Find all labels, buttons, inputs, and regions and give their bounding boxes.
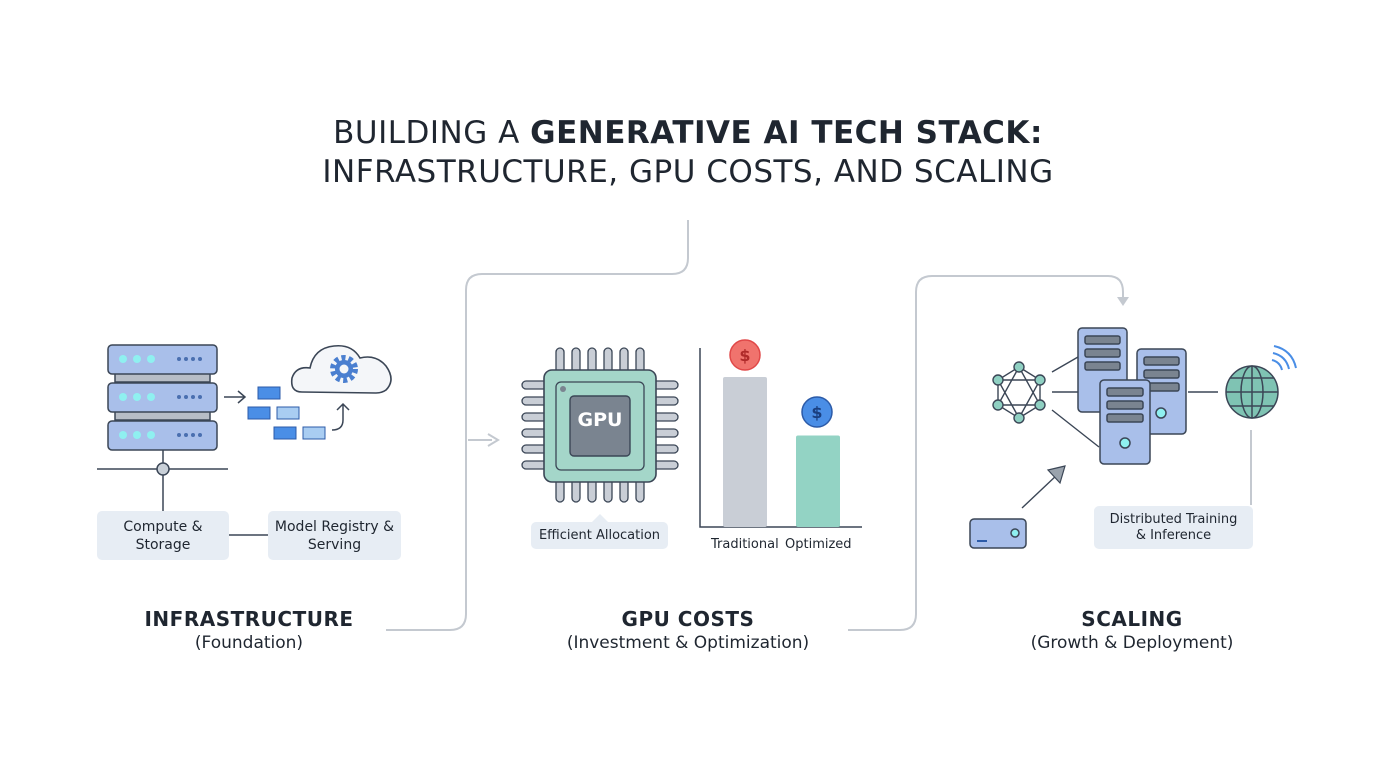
flow-connector: [386, 220, 1252, 631]
edge-device-icon: [969, 518, 1027, 549]
wifi-signal-icon: [1271, 345, 1297, 371]
dollar-coin-red-icon: $: [729, 339, 761, 371]
arrow-head-icon: [1117, 297, 1129, 306]
network-node-icon: [156, 462, 170, 476]
section-heading: INFRASTRUCTURE: [144, 607, 354, 631]
distributed-training-box: Distributed Training & Inference: [1094, 506, 1253, 549]
title-bold: GENERATIVE AI TECH STACK:: [530, 115, 1043, 151]
category-label-optimized: Optimized: [785, 537, 852, 552]
title-prefix: BUILDING A: [333, 115, 531, 151]
cloud-gear-icon: [290, 344, 392, 394]
server-stack-icon: [107, 344, 218, 451]
neural-network-icon: [992, 356, 1218, 509]
page-title: BUILDING A GENERATIVE AI TECH STACK: INF…: [0, 114, 1376, 192]
section-subheading: (Foundation): [194, 633, 304, 653]
model-registry-label: Model Registry & Serving: [274, 518, 395, 553]
title-line2: INFRASTRUCTURE, GPU COSTS, AND SCALING: [322, 154, 1054, 190]
dollar-coin-blue-icon: $: [801, 396, 833, 428]
section-subheading: (Investment & Optimization): [566, 633, 810, 653]
section-subheading: (Growth & Deployment): [1030, 633, 1234, 653]
data-blocks-icon: [247, 386, 326, 440]
section-scaling: SCALING (Growth & Deployment): [982, 607, 1282, 653]
arrow-up-icon: [1046, 465, 1066, 485]
section-heading: GPU COSTS: [621, 607, 755, 631]
callout-pointer: [592, 514, 608, 522]
distributed-training-label: Distributed Training & Inference: [1109, 511, 1238, 543]
compute-storage-box: Compute & Storage: [97, 511, 229, 560]
callout-label: Efficient Allocation: [538, 527, 661, 543]
compute-storage-label: Compute & Storage: [123, 518, 203, 553]
arrow-head-icon: [487, 433, 500, 447]
cost-chart: $ $: [699, 339, 862, 528]
efficient-allocation-callout: Efficient Allocation: [531, 522, 668, 549]
section-gpu-costs: GPU COSTS (Investment & Optimization): [538, 607, 838, 653]
gpu-chip-label: GPU: [577, 409, 623, 431]
model-registry-box: Model Registry & Serving: [268, 511, 401, 560]
section-infrastructure: INFRASTRUCTURE (Foundation): [99, 607, 399, 653]
server-tower-icon: [1077, 327, 1187, 465]
svg-text:$: $: [811, 403, 822, 422]
section-heading: SCALING: [1081, 607, 1183, 631]
bar-optimized: [796, 435, 840, 527]
svg-text:$: $: [739, 346, 750, 365]
globe-icon: [1225, 365, 1279, 419]
gpu-chip-icon: [521, 347, 679, 503]
category-label-traditional: Traditional: [711, 537, 779, 552]
bar-traditional: [723, 377, 767, 527]
